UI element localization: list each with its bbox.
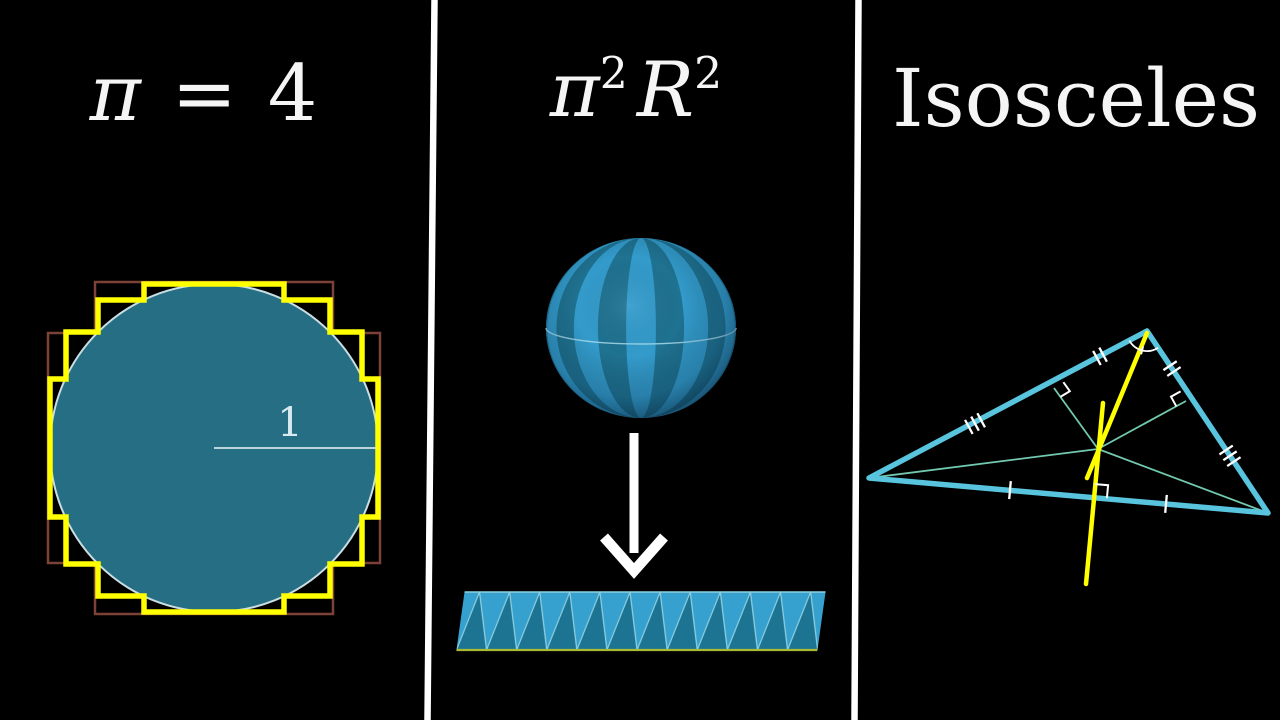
- triple-tick-right-side: [1218, 444, 1242, 468]
- pi-exponent: 2: [599, 48, 628, 100]
- sphere-figure: [545, 238, 737, 418]
- triple-tick-top-left-side: [964, 412, 986, 435]
- R-exponent: 2: [694, 48, 723, 100]
- sphere-shading: [546, 238, 736, 418]
- R-symbol: R: [636, 45, 695, 134]
- pi-symbol: π: [549, 45, 600, 134]
- yellow-construction-lines: [1083, 330, 1150, 587]
- pi-symbol: π: [89, 49, 144, 139]
- cevian-lines: [868, 387, 1269, 514]
- double-tick-right-side: [1162, 360, 1182, 377]
- right-panel-title: Isosceles: [891, 52, 1261, 145]
- left-panel-title: π = 4: [90, 55, 321, 133]
- angle-arc: [1128, 340, 1159, 355]
- yellow-staircase: [47, 281, 381, 615]
- triangle-outline: [866, 328, 1271, 516]
- pi-equals-4-panel: 1: [46, 280, 382, 616]
- separator-line-left: [424, 0, 438, 720]
- isosceles-panel: [866, 328, 1271, 587]
- tick-marks: [964, 347, 1242, 513]
- perpendicular-bisector-yellow: [1083, 400, 1106, 587]
- down-arrow-icon: [600, 433, 668, 579]
- separator-line-right: [851, 0, 862, 720]
- single-tick-bottom-side-2: [1164, 494, 1168, 513]
- strip-body: [456, 592, 826, 650]
- single-tick-bottom-side: [1008, 481, 1012, 500]
- unrolled-strip: [456, 591, 826, 652]
- radius-label: 1: [277, 400, 302, 446]
- right-angle-marks: [1059, 381, 1182, 499]
- sphere-unwrap-panel: [456, 238, 826, 652]
- double-tick-top-left-side: [1092, 347, 1108, 366]
- equals-four-text: = 4: [143, 49, 321, 139]
